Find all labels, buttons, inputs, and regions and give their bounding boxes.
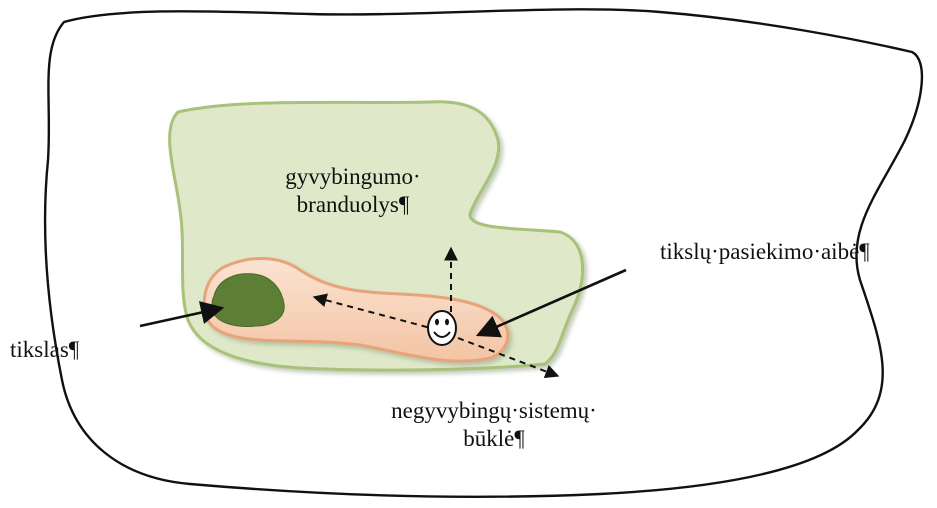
dead-states-label-line2: būklė¶ (356, 425, 632, 453)
smiley-icon (428, 311, 456, 345)
core-label-line1: gyvybingumo· (246, 163, 460, 191)
goal-label: tikslas¶ (10, 336, 79, 364)
core-label: gyvybingumo· branduolys¶ (246, 163, 460, 219)
dead-states-label-line1: negyvybingų·sistemų· (356, 397, 632, 425)
dead-states-label: negyvybingų·sistemų· būklė¶ (356, 397, 632, 453)
goal-set-label: tikslų·pasiekimo·aibė¶ (660, 238, 870, 266)
core-label-line2: branduolys¶ (246, 191, 460, 219)
